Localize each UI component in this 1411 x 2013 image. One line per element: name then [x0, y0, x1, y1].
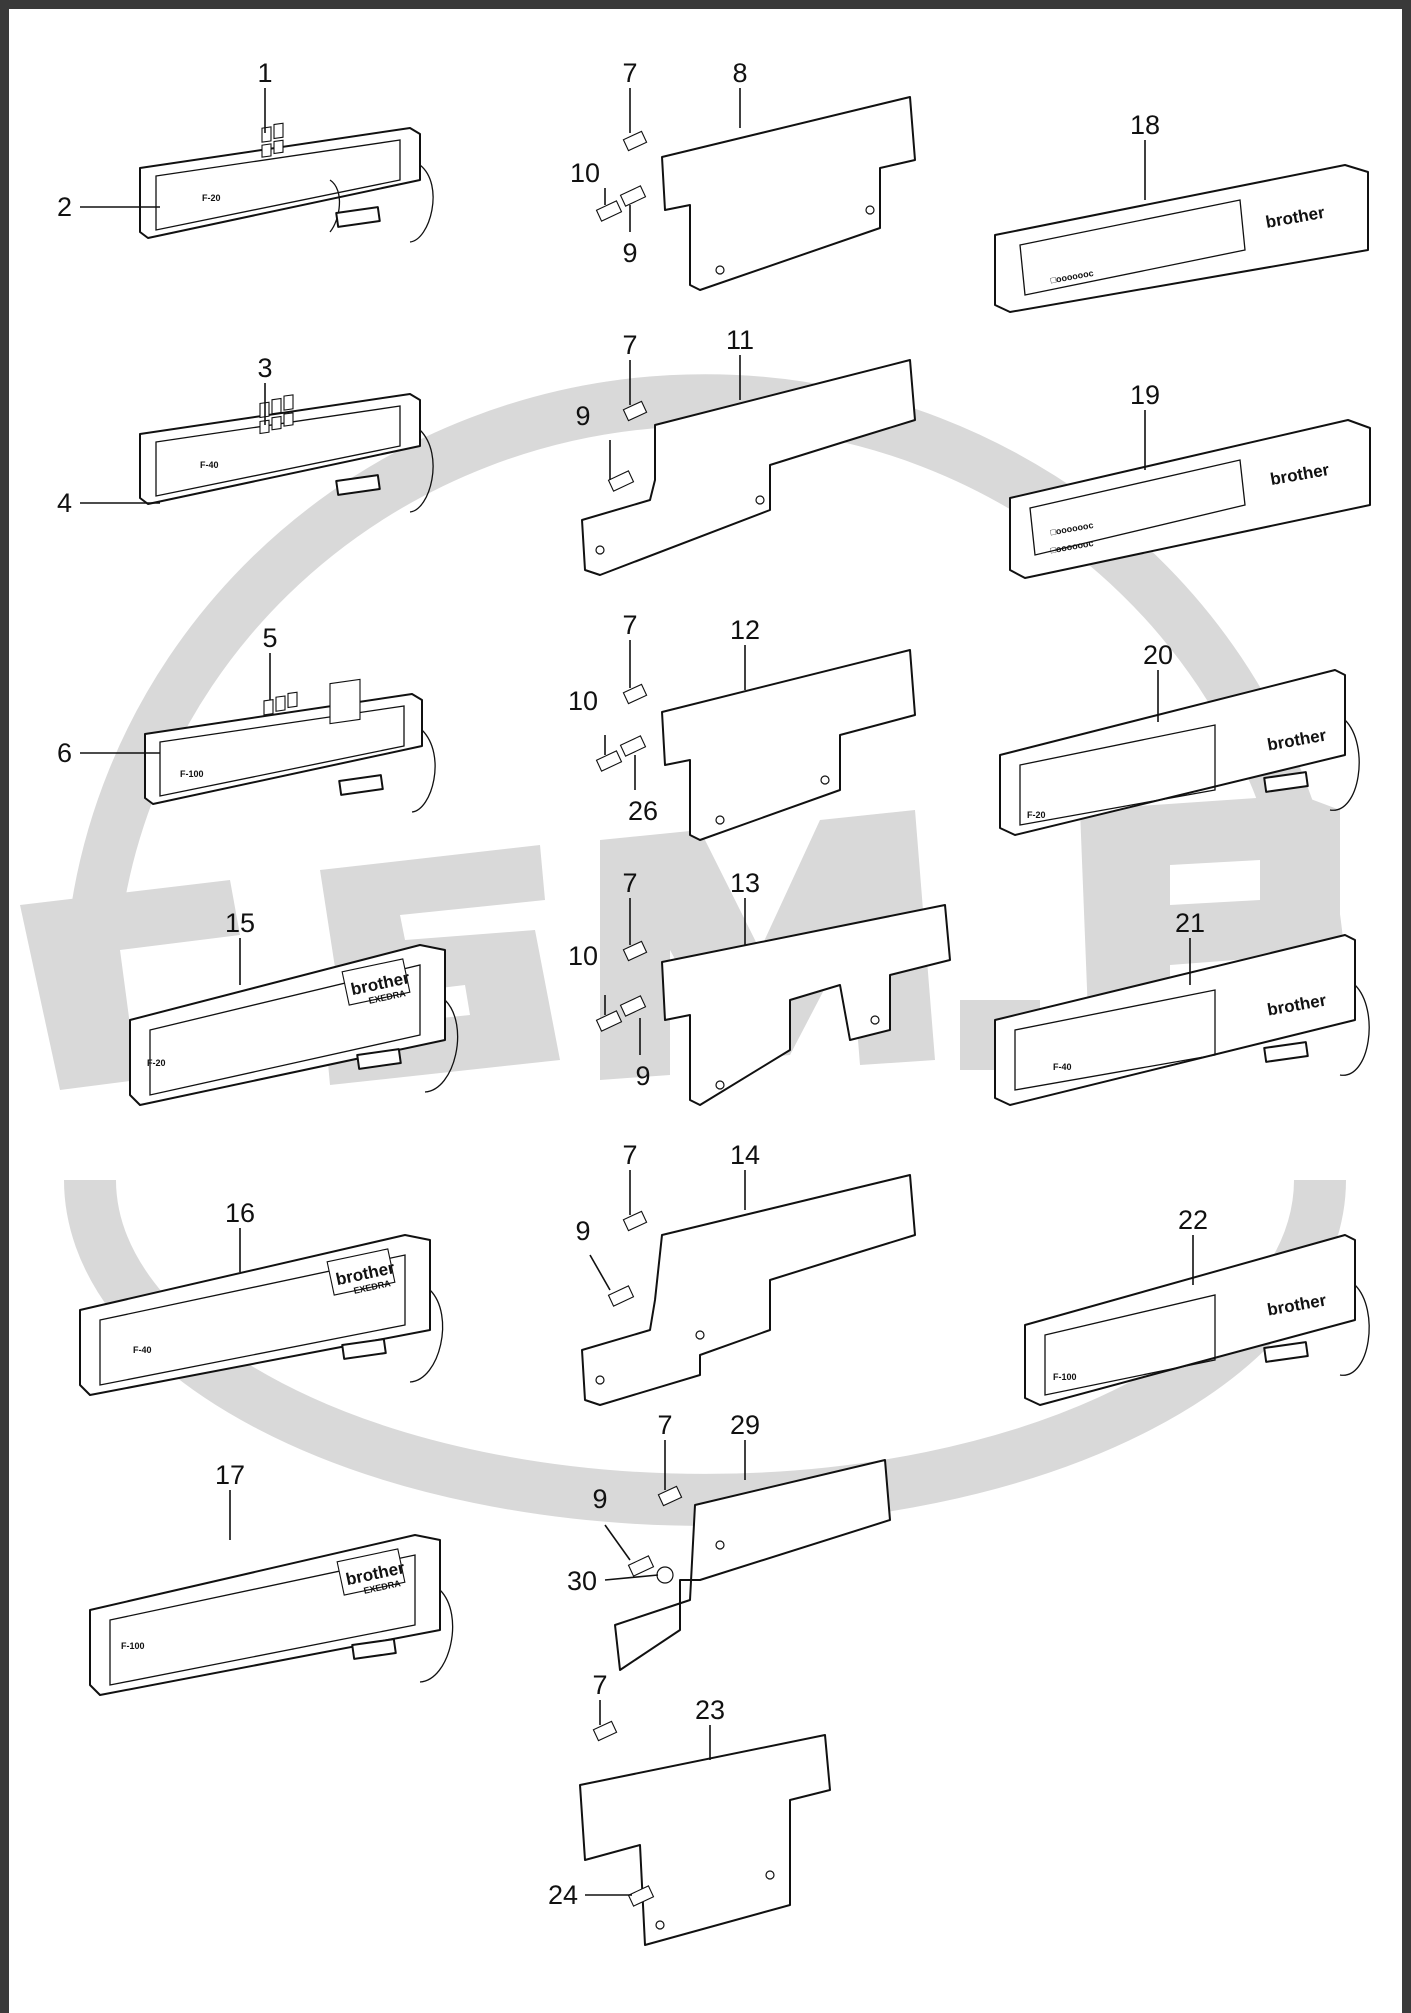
- part-label-5: 5: [262, 623, 277, 653]
- panel-1-model-text: F-20: [202, 193, 221, 203]
- panel-21-model-text: F-40: [1053, 1062, 1072, 1072]
- operation-panel-15: brother EXEDRA F-20: [129, 944, 459, 1106]
- part-label-11: 11: [726, 325, 754, 355]
- part-label-7-e: 7: [622, 1140, 637, 1170]
- panel-17-model-text: F-100: [121, 1641, 145, 1651]
- part-labels: 1 2 3 4 5 6 15 16 17 7 8 10 9 7 11 9 7 1…: [57, 58, 1208, 1910]
- part-label-26: 26: [628, 796, 658, 826]
- bracket-13: [661, 904, 951, 1106]
- part-label-7-a: 7: [622, 58, 637, 88]
- part-label-1: 1: [257, 58, 272, 88]
- part-label-22: 22: [1178, 1205, 1208, 1235]
- operation-panel-1: F-20: [139, 122, 434, 243]
- part-label-10-c: 10: [568, 941, 598, 971]
- part-label-21: 21: [1175, 908, 1205, 938]
- part-label-29: 29: [730, 1410, 760, 1440]
- part-label-10-a: 10: [570, 158, 600, 188]
- panel-16-model-text: F-40: [133, 1345, 152, 1355]
- part-label-6: 6: [57, 738, 72, 768]
- part-label-7-c: 7: [622, 610, 637, 640]
- part-label-9-d: 9: [575, 1216, 590, 1246]
- part-label-7-f: 7: [657, 1410, 672, 1440]
- bracket-29: [614, 1459, 891, 1671]
- part-label-8: 8: [732, 58, 747, 88]
- panel-15-model-text: F-20: [147, 1058, 166, 1068]
- part-label-9-c: 9: [635, 1061, 650, 1091]
- panel-22-model-text: F-100: [1053, 1372, 1077, 1382]
- part-label-10-b: 10: [568, 686, 598, 716]
- operation-panel-21: brother F-40: [994, 934, 1370, 1106]
- panel-3-model-text: F-40: [200, 460, 219, 470]
- part-label-13: 13: [730, 868, 760, 898]
- part-label-7-b: 7: [622, 330, 637, 360]
- operation-panel-17: brother EXEDRA F-100: [89, 1534, 454, 1696]
- bracket-12: [661, 649, 916, 841]
- cover-19: brother □ooooooc □ooooooc: [1009, 419, 1371, 579]
- part-label-4: 4: [57, 488, 72, 518]
- screws: [592, 130, 683, 1907]
- part-label-24: 24: [548, 1880, 578, 1910]
- part-label-23: 23: [695, 1695, 725, 1725]
- part-label-17: 17: [215, 1460, 245, 1490]
- part-label-12: 12: [730, 615, 760, 645]
- part-label-19: 19: [1130, 380, 1160, 410]
- panel-20-model-text: F-20: [1027, 810, 1046, 820]
- bracket-11: [581, 359, 916, 576]
- part-label-3: 3: [257, 353, 272, 383]
- operation-panel-5: F-100: [144, 678, 436, 813]
- leader-lines: [80, 88, 1194, 1896]
- operation-panel-16: brother EXEDRA F-40: [79, 1234, 444, 1396]
- part-label-20: 20: [1143, 640, 1173, 670]
- part-label-9-e: 9: [592, 1484, 607, 1514]
- part-label-9-b: 9: [575, 401, 590, 431]
- part-label-7-g: 7: [592, 1670, 607, 1700]
- part-label-18: 18: [1130, 110, 1160, 140]
- bracket-14: [581, 1174, 916, 1406]
- part-label-30: 30: [567, 1566, 597, 1596]
- bracket-8: [661, 96, 916, 291]
- part-label-15: 15: [225, 908, 255, 938]
- panel-5-model-text: F-100: [180, 769, 204, 779]
- part-label-7-d: 7: [622, 868, 637, 898]
- operation-panel-20: brother F-20: [999, 669, 1360, 836]
- part-label-16: 16: [225, 1198, 255, 1228]
- operation-panel-22: brother F-100: [1024, 1234, 1370, 1406]
- bracket-23: [579, 1734, 831, 1946]
- part-label-14: 14: [730, 1140, 760, 1170]
- part-label-9-a: 9: [622, 238, 637, 268]
- operation-panel-3: F-40: [139, 393, 434, 513]
- part-label-2: 2: [57, 192, 72, 222]
- cover-18: brother □ooooooc: [994, 164, 1369, 313]
